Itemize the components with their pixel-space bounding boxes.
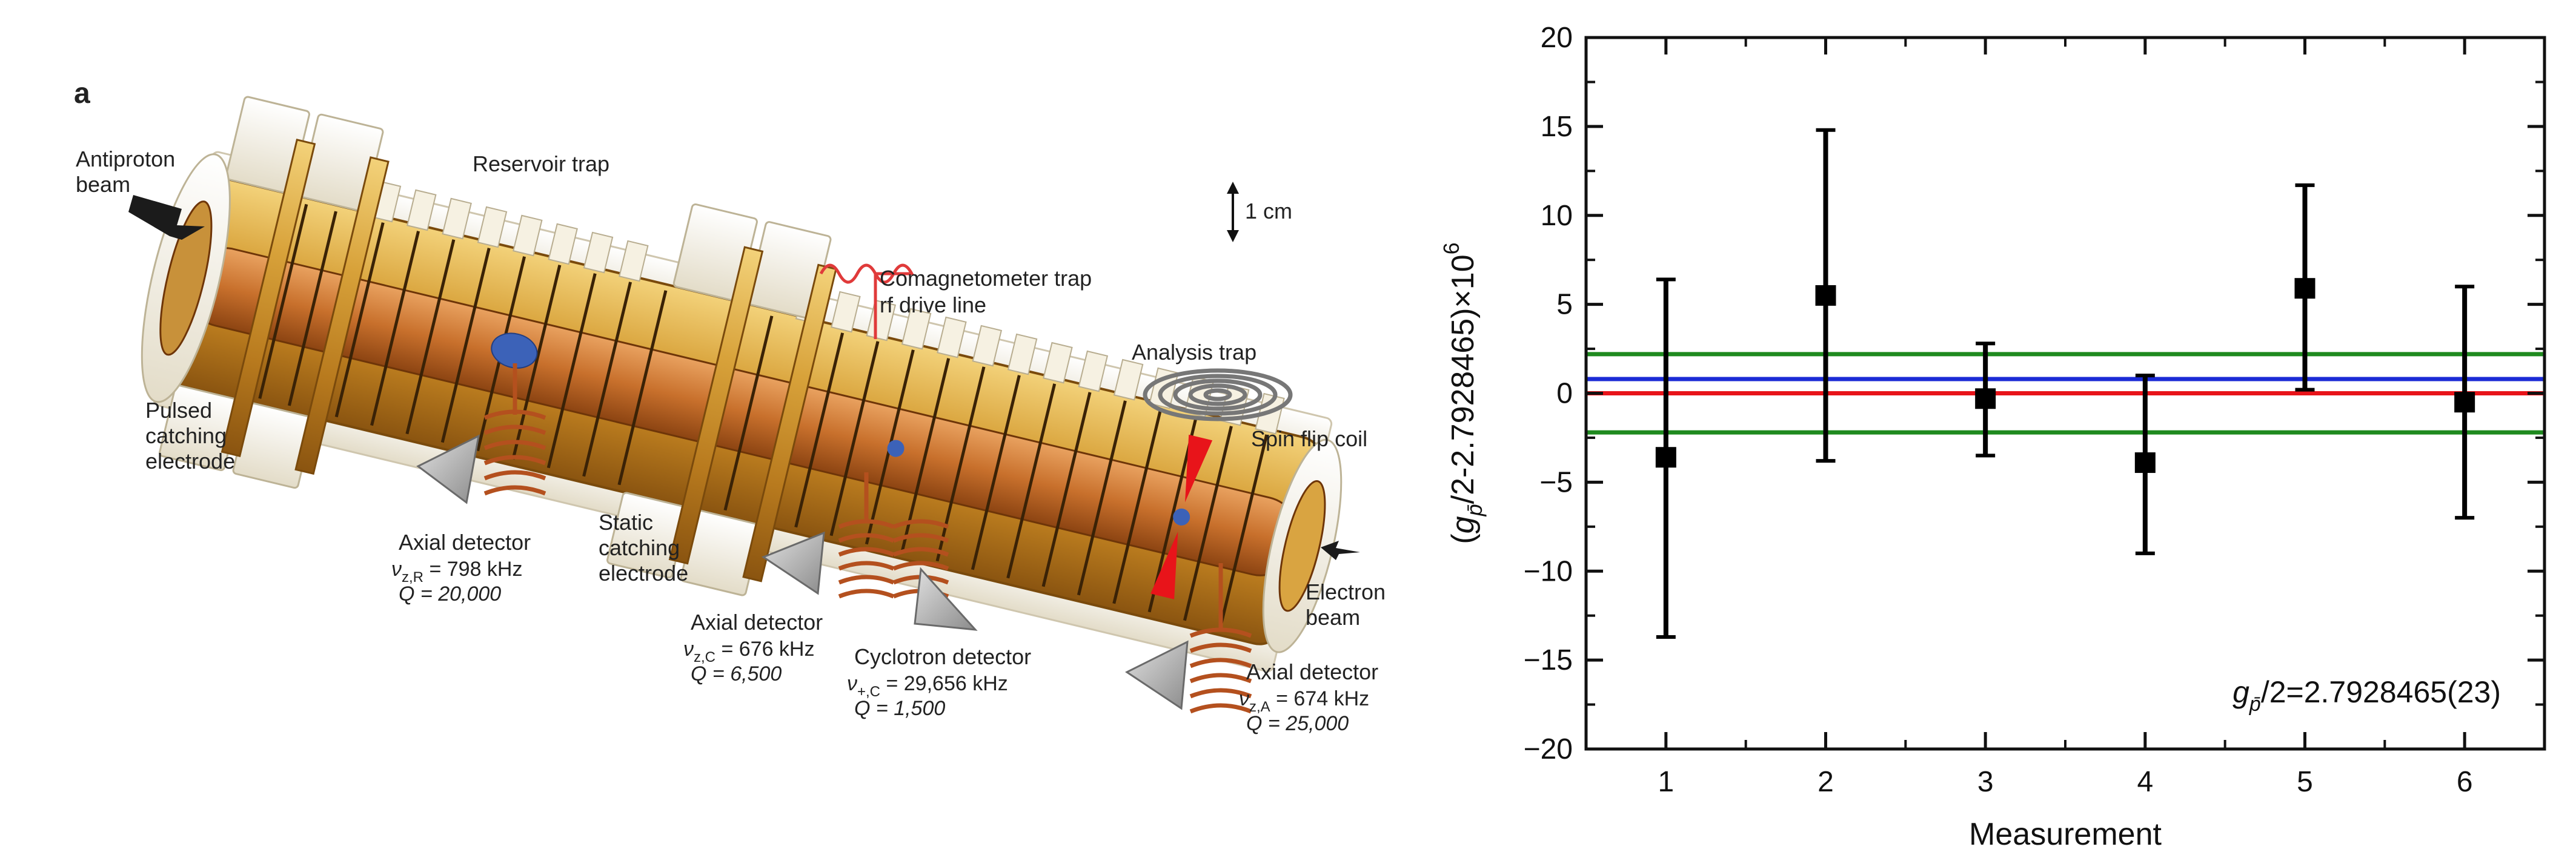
antiproton-beam-label: Antiproton beam xyxy=(76,147,181,197)
electron-beam-label: Electron beam xyxy=(1306,579,1392,630)
comagnetometer-label: Comagnetometer trap rf drive line xyxy=(880,266,1098,317)
detector-frequency: νz,C = 676 kHz xyxy=(683,638,814,665)
x-tick-label: 4 xyxy=(2137,766,2153,798)
y-tick-label: 0 xyxy=(1556,378,1573,410)
data-marker xyxy=(1655,447,1676,468)
pulsed-catching-electrode-label: Pulsed catching electrode xyxy=(145,398,235,474)
data-point-6 xyxy=(2454,285,2475,520)
data-marker xyxy=(1975,388,1996,409)
data-point-4 xyxy=(2134,374,2156,555)
data-point-5 xyxy=(2294,183,2315,392)
detector-coils xyxy=(483,363,1252,714)
detector-title: Axial detector xyxy=(1246,659,1378,684)
y-tick-label: −10 xyxy=(1524,555,1573,587)
gold-flanges xyxy=(221,138,837,582)
static-catching-electrode-label: Static catching electrode xyxy=(599,510,688,586)
antiproton-beam-arrow xyxy=(128,195,205,240)
comagnetometer-particle xyxy=(887,440,905,457)
right-bore-opening xyxy=(1278,480,1326,612)
detector-q-factor: Q = 20,000 xyxy=(399,582,501,606)
trap-assembly xyxy=(141,96,1343,673)
data-point-1 xyxy=(1655,277,1676,639)
data-point-2 xyxy=(1815,128,1836,463)
amplifier-triangles xyxy=(416,434,1189,710)
detector-title: Cyclotron detector xyxy=(854,644,1031,669)
x-tick-label: 6 xyxy=(2457,766,2473,798)
detector-title: Axial detector xyxy=(691,610,823,635)
spin-flip-coil-label: Spin flip coil xyxy=(1251,426,1367,451)
detector-frequency: νz,A = 674 kHz xyxy=(1239,687,1369,715)
left-bore-opening xyxy=(159,200,213,356)
scale-bar xyxy=(1227,182,1239,242)
rf-drive-line xyxy=(819,263,915,339)
panel-label: a xyxy=(74,78,90,110)
catching-electrode-blocks xyxy=(159,96,832,596)
y-tick-label: 15 xyxy=(1541,111,1573,143)
y-axis-label: (gp̄/2-2.7928465)×106 xyxy=(1439,242,1487,544)
y-tick-label: 5 xyxy=(1556,289,1573,321)
detector-frequency: νz,R = 798 kHz xyxy=(391,558,522,586)
detector-frequency: ν+,C = 29,656 kHz xyxy=(847,672,1008,700)
x-tick-label: 5 xyxy=(2297,766,2313,798)
result-annotation: gp̄/2=2.7928465(23) xyxy=(2232,675,2501,716)
y-tick-label: −5 xyxy=(1539,466,1573,498)
y-tick-label: −20 xyxy=(1524,733,1573,765)
data-marker xyxy=(2454,392,2475,413)
detector-title: Axial detector xyxy=(399,530,531,555)
x-axis-label: Measurement xyxy=(1969,817,2162,852)
analysis-trap-spiral xyxy=(1143,368,1293,421)
analysis-trap-label: Analysis trap xyxy=(1132,340,1256,365)
detector-q-factor: Q = 6,500 xyxy=(691,662,782,685)
data-point-3 xyxy=(1975,342,1996,458)
detector-q-factor: Q = 1,500 xyxy=(854,697,945,720)
y-tick-label: 10 xyxy=(1541,200,1573,232)
reservoir-particle-cloud xyxy=(491,332,538,369)
y-tick-label: −15 xyxy=(1524,644,1573,676)
x-tick-label: 2 xyxy=(1817,766,1834,798)
data-marker xyxy=(2134,452,2156,474)
y-tick-label: 20 xyxy=(1541,22,1573,54)
x-tick-label: 3 xyxy=(1977,766,1994,798)
electron-beam-arrow xyxy=(1321,541,1360,560)
data-marker xyxy=(2294,278,2315,299)
spin-flip-coil-marks xyxy=(1150,434,1213,599)
detector-q-factor: Q = 25,000 xyxy=(1246,712,1349,735)
scale-label: 1 cm xyxy=(1245,199,1292,223)
data-marker xyxy=(1815,285,1836,306)
x-tick-label: 1 xyxy=(1658,766,1674,798)
reservoir-trap-label: Reservoir trap xyxy=(473,151,609,176)
analysis-particle xyxy=(1173,508,1190,526)
